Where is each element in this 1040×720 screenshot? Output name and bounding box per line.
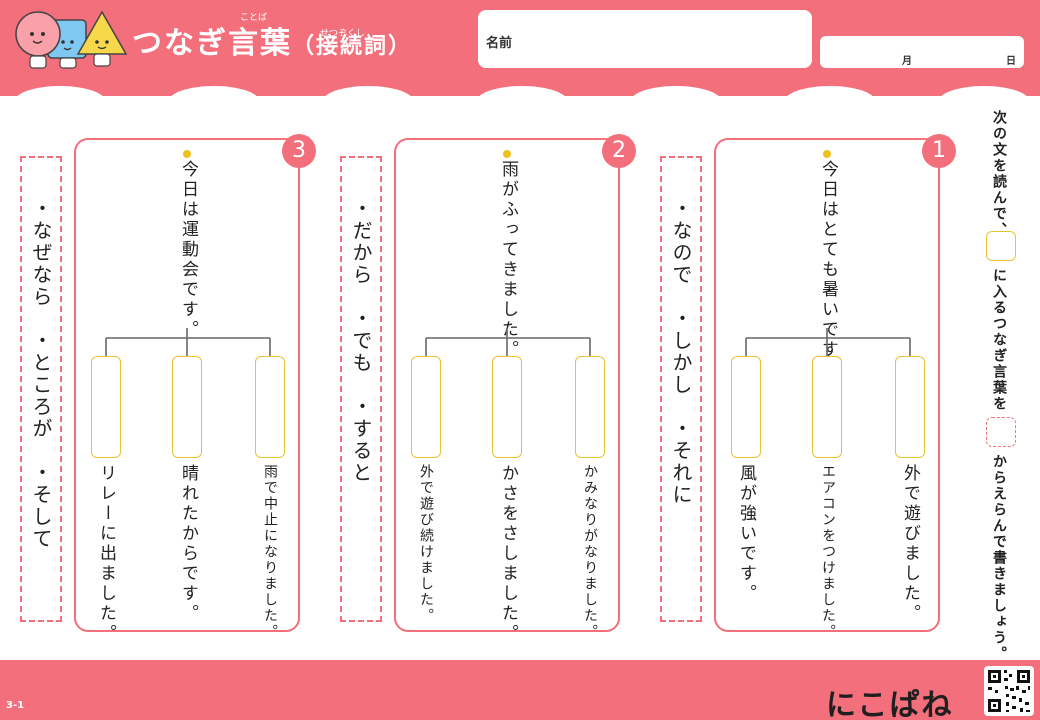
sentence-marker-dot-2 [503,150,511,158]
problem-sentence-3: 今日は運動会です。 [178,160,198,340]
answer-box-3-b[interactable] [172,356,202,458]
sentence-marker-dot-3 [183,150,191,158]
problem-sentence-1: 今日はとても暑いです。 [818,160,838,380]
choice-3-a: ・なぜなら [29,198,53,308]
choice-1-b: ・しかし [669,308,693,396]
name-field[interactable]: 名前 [478,10,812,68]
choice-box-3: ・なぜなら ・ところが ・そして [20,156,62,622]
qr-code-icon [984,666,1034,716]
option-3-b: 晴れたからです。 [178,464,198,624]
page-title: つなぎ言葉（接続詞） [132,18,412,62]
branch-lines-1 [745,328,911,356]
option-2-b: かさをさしました。 [498,464,518,644]
option-3-c: リレーに出ました。 [96,464,116,644]
option-3-a: 雨で中止になりました。 [262,464,278,640]
problem-panel-2: 2 雨がふってきました。 かみなりがなりました。 かさをさしました。 外で遊び続… [394,134,636,644]
answer-box-1-a[interactable] [895,356,925,458]
option-1-c: 風が強いです。 [736,464,756,604]
answer-box-1-c[interactable] [731,356,761,458]
choice-2-a: ・だから [349,198,373,286]
name-label: 名前 [486,36,513,51]
choice-1-a: ・なので [669,198,693,286]
choice-list-3: ・なぜなら ・ところが ・そして [29,198,53,550]
choice-list-2: ・だから ・でも ・すると [349,198,373,484]
problem-panel-3: 3 今日は運動会です。 雨で中止になりました。 晴れたからです。 リレーに出まし… [74,134,316,644]
mascot-shapes-logo [15,10,128,69]
option-1-b: エアコンをつけました。 [820,464,836,640]
instruction-choice-box-sample [986,417,1016,447]
header-scallop-edge [14,86,1030,108]
instruction-line-3: からえらんで書きましょう。 [991,454,1007,662]
answer-box-3-c[interactable] [91,356,121,458]
branch-lines-3 [105,328,271,356]
choice-2-b: ・でも [349,308,373,374]
option-2-a: かみなりがなりました。 [582,464,598,640]
title-ruby-setsuzokushi: せつぞくし [320,29,366,39]
brand-logo-text: にこぱね [826,688,954,720]
instruction-line-2: に入るつなぎ言葉を [991,268,1007,412]
day-label: 日 [1006,56,1016,67]
title-sub: （接続詞） [292,34,413,59]
footer-bar [0,660,1040,720]
branch-lines-2 [425,328,591,356]
problem-number-badge-1: 1 [922,134,956,168]
option-1-a: 外で遊びました。 [900,464,920,624]
choice-1-c: ・それに [669,418,693,506]
choice-box-2: ・だから ・でも ・すると [340,156,382,622]
option-2-c: 外で遊び続けました。 [418,464,434,624]
choice-2-c: ・すると [349,396,373,484]
title-main: つなぎ言葉 [132,26,292,61]
instruction-answer-box-sample [986,231,1016,261]
answer-box-2-a[interactable] [575,356,605,458]
choice-box-1: ・なので ・しかし ・それに [660,156,702,622]
problem-number-badge-2: 2 [602,134,636,168]
date-field[interactable]: 月 日 [820,36,1024,68]
instruction-line-1: 次の文を読んで、 [991,110,1007,238]
problem-sentence-2: 雨がふってきました。 [498,160,518,360]
problem-panel-1: 1 今日はとても暑いです。 外で遊びました。 エアコンをつけました。 風が強いで… [714,134,956,640]
sentence-marker-dot-1 [823,150,831,158]
choice-list-1: ・なので ・しかし ・それに [669,198,693,506]
answer-box-3-a[interactable] [255,356,285,458]
problem-number-badge-3: 3 [282,134,316,168]
answer-box-1-b[interactable] [812,356,842,458]
choice-3-c: ・そして [29,462,53,550]
title-ruby-kotoba: ことば [240,13,268,23]
month-label: 月 [902,56,912,67]
answer-box-2-b[interactable] [492,356,522,458]
answer-box-2-c[interactable] [411,356,441,458]
choice-3-b: ・ところが [29,330,53,440]
page-code: 3-1 [6,700,25,711]
